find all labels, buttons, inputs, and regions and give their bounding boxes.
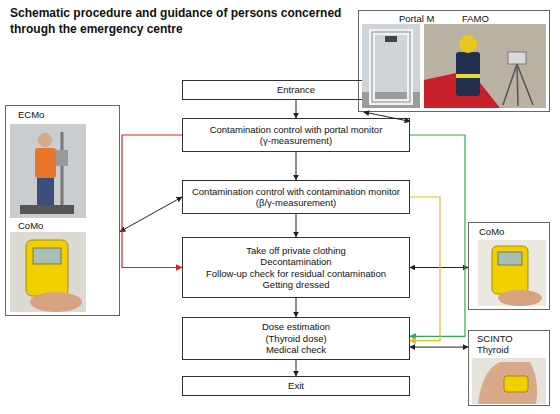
firefighter-body — [456, 52, 480, 96]
person-head — [38, 133, 52, 147]
box-text: (β/γ-measurement) — [256, 197, 336, 208]
photo-floor — [362, 92, 420, 108]
box-text: Dose estimation — [262, 321, 330, 332]
box-text: (Thyroid dose) — [265, 333, 326, 344]
tripod-leg — [517, 64, 518, 106]
connector-arrow — [122, 135, 182, 268]
photo-background — [10, 124, 86, 218]
process-box: Entrance — [182, 80, 410, 100]
connector-arrow — [296, 214, 297, 237]
monitor-screen — [33, 248, 61, 264]
photo-panel: ECMoCoMo — [5, 105, 120, 316]
box-text: Exit — [288, 380, 304, 391]
connector-arrow — [296, 100, 297, 118]
reflective-stripe — [456, 74, 480, 78]
connector-arrow — [120, 197, 182, 232]
contamination-monitor — [26, 240, 68, 296]
panel-label: Portal M — [399, 13, 434, 24]
portal-gate — [372, 32, 410, 102]
process-box: Dose estimation(Thyroid dose)Medical che… — [182, 317, 410, 360]
process-box: Exit — [182, 376, 410, 396]
monitor-platform — [20, 205, 74, 214]
photo-background — [10, 232, 86, 312]
box-text: Entrance — [277, 84, 315, 95]
box-text: Contamination control with portal monito… — [210, 124, 383, 135]
process-box: Contamination control with contamination… — [182, 180, 410, 214]
box-text: (γ-measurement) — [260, 135, 332, 146]
connector-arrow — [296, 152, 297, 180]
photo-panel: CoMo — [468, 222, 550, 310]
box-text: Contamination control with contamination… — [192, 186, 400, 197]
connector-arrow — [410, 135, 465, 336]
connector-arrow — [364, 112, 410, 121]
panel-label: CoMo — [479, 226, 504, 237]
monitor-pole — [61, 132, 64, 208]
connector-arrow — [410, 267, 468, 268]
panel-label: CoMo — [18, 220, 43, 231]
photo-panel: Portal M FAMO — [358, 10, 550, 112]
firefighter-helmet — [459, 35, 477, 53]
hand — [30, 292, 82, 312]
connector-arrow — [410, 347, 468, 348]
thyroid-probe — [504, 376, 528, 392]
photo-background — [424, 24, 546, 108]
contamination-monitor — [492, 246, 528, 294]
box-text: Take off private clothing — [246, 245, 346, 256]
neck — [478, 362, 537, 404]
photo-background — [472, 358, 546, 404]
process-box: Contamination control with portal monito… — [182, 118, 410, 152]
photo-panel: SCINTO Thyroid — [468, 330, 550, 406]
diagram-title: Schematic procedure and guidance of pers… — [10, 6, 360, 37]
box-text: Getting dressed — [262, 279, 329, 290]
box-text: Decontamination — [260, 256, 331, 267]
tripod-leg — [517, 64, 533, 105]
portal-display — [385, 36, 397, 42]
connector-arrow — [296, 298, 297, 317]
connector-arrow — [296, 360, 297, 376]
hand — [498, 290, 542, 306]
person-trousers — [37, 178, 54, 206]
person-shirt — [35, 148, 56, 178]
box-text: Follow-up check for residual contaminati… — [206, 268, 386, 279]
process-box: Take off private clothingDecontamination… — [182, 237, 410, 298]
panel-label: ECMo — [18, 109, 44, 120]
monitor-detector — [56, 150, 68, 166]
photo-background — [478, 240, 546, 306]
panel-label: SCINTO Thyroid — [477, 333, 523, 356]
panel-label: FAMO — [462, 13, 489, 24]
monitor-screen — [498, 252, 522, 265]
connector-arrow — [410, 197, 440, 341]
photo-background — [362, 24, 420, 108]
portal-gate-outline — [372, 32, 410, 102]
box-text: Medical check — [266, 344, 326, 355]
tripod-leg — [503, 64, 517, 105]
red-tarp — [424, 70, 500, 108]
famo-device — [508, 52, 526, 64]
